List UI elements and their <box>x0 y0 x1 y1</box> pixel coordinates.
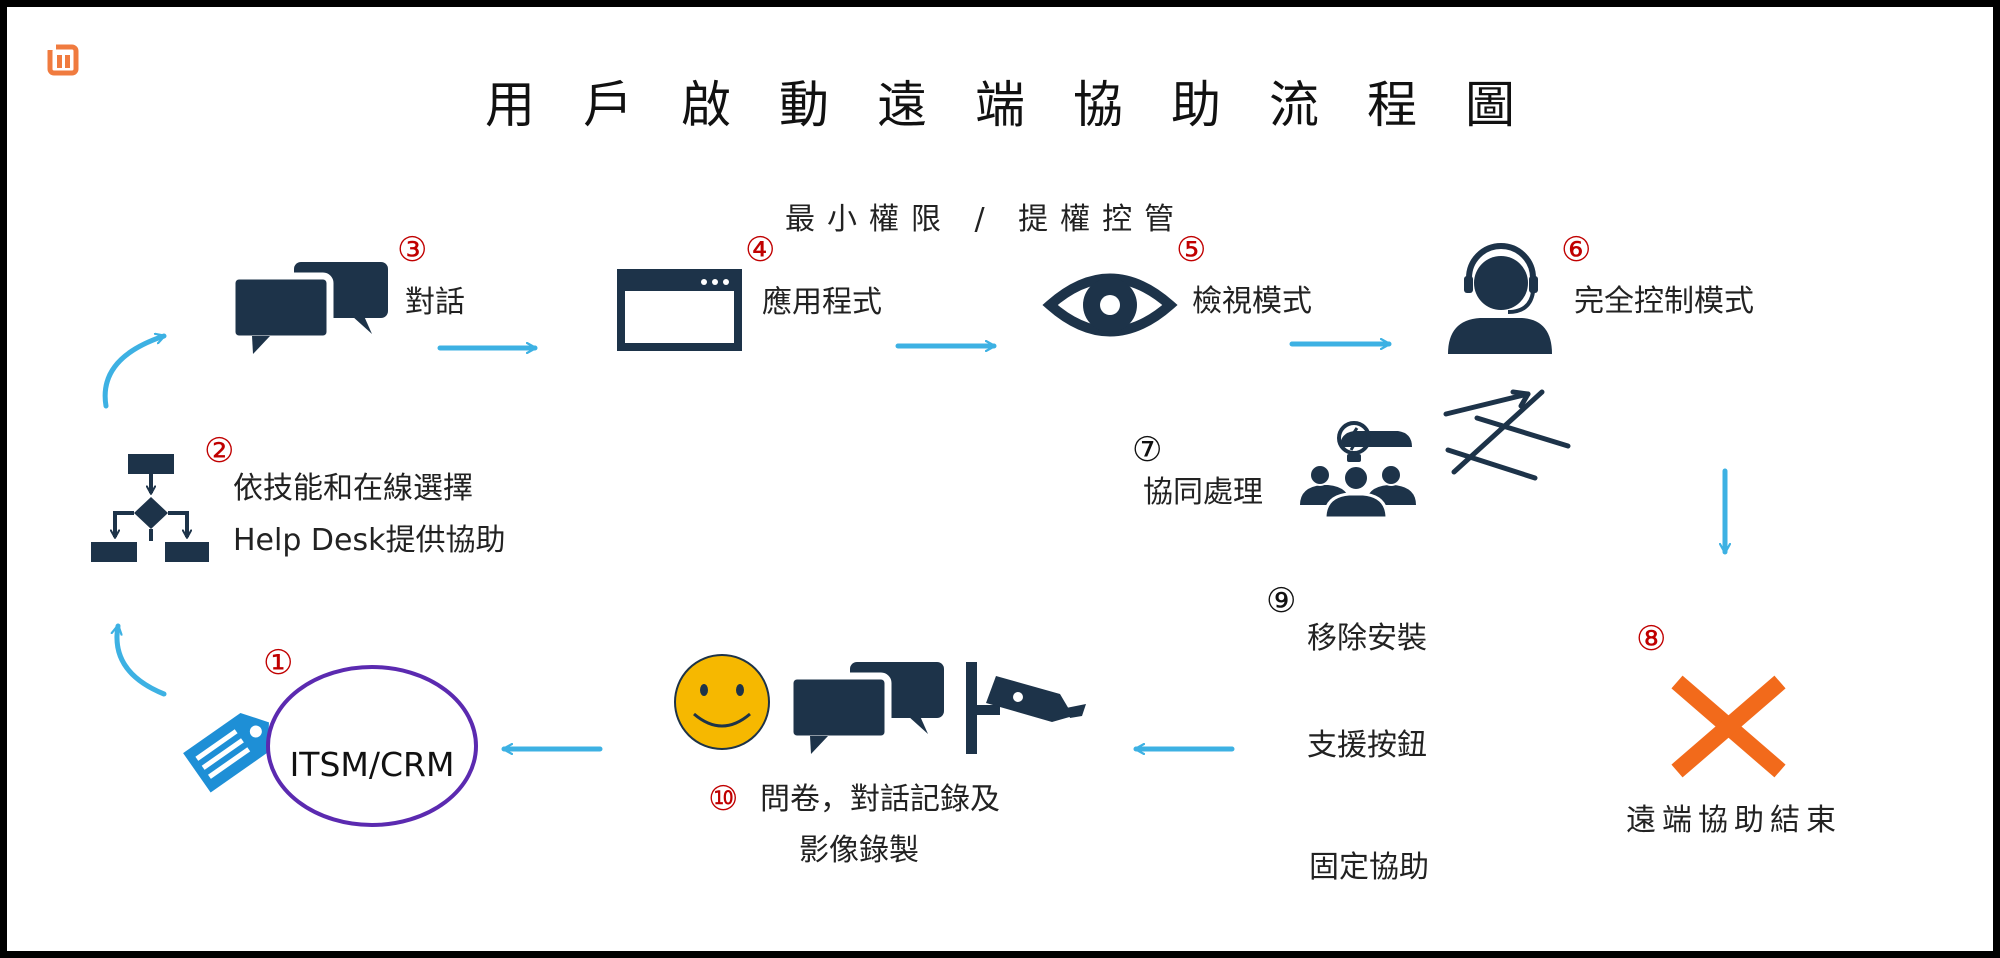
step-9-marker: ⑨ <box>1266 581 1297 621</box>
diagram-subtitle: 最小權限 / 提權控管 <box>785 202 1187 237</box>
chat-bubbles-icon-2 <box>786 662 944 754</box>
close-cross-icon <box>1671 675 1786 778</box>
team-idea-icon <box>1300 421 1416 520</box>
step-10-marker: ⑩ <box>708 779 739 819</box>
step-10-line-1: 問卷，對話記錄及 <box>760 782 1000 817</box>
step-4-marker: ④ <box>745 230 776 270</box>
step-3-label: 對話 <box>405 285 465 320</box>
chat-bubbles-icon <box>228 262 388 354</box>
diagram-title: 用戶啟動遠端協助流程圖 <box>485 76 1563 134</box>
step-9-item-remove-install: 移除安裝 <box>1307 621 1427 656</box>
step-6-marker: ⑥ <box>1561 230 1592 270</box>
step-1-marker: ① <box>263 643 294 683</box>
app-window-icon <box>617 269 742 351</box>
step-2-marker: ② <box>204 431 235 471</box>
smiley-icon <box>674 654 770 750</box>
step-9-item-fixed-assist: 固定協助 <box>1309 850 1429 885</box>
step-1-label: ITSM/CRM <box>289 745 455 784</box>
step-7-marker: ⑦ <box>1132 430 1163 470</box>
step-2-line-1: 依技能和在線選擇 <box>233 471 473 506</box>
step-7-label: 協同處理 <box>1143 475 1263 510</box>
step-8-marker: ⑧ <box>1636 619 1667 659</box>
step-6-label: 完全控制模式 <box>1574 284 1754 319</box>
tag-icon <box>183 712 269 793</box>
step-8-label: 遠端協助結束 <box>1626 803 1842 838</box>
flow-arrows <box>102 336 1725 749</box>
arrow-2-to-3 <box>102 336 167 409</box>
logo-icon <box>46 40 79 76</box>
arrow-1-to-2 <box>117 623 167 697</box>
flowchart-icon <box>91 454 209 562</box>
step-5-marker: ⑤ <box>1176 230 1207 270</box>
step-3-marker: ③ <box>397 230 428 270</box>
step-9-item-support-button: 支援按鈕 <box>1307 728 1427 763</box>
cctv-camera-icon <box>966 662 1086 754</box>
step-2-line-2: Help Desk提供協助 <box>233 523 506 558</box>
step-4-label: 應用程式 <box>762 285 882 320</box>
double-arrow-icon <box>1443 389 1571 481</box>
step-10-line-2: 影像錄製 <box>799 833 919 868</box>
support-agent-icon <box>1448 243 1552 354</box>
eye-icon <box>1042 273 1178 337</box>
itsm-crm-ellipse <box>266 665 478 827</box>
step-5-label: 檢視模式 <box>1192 284 1312 319</box>
